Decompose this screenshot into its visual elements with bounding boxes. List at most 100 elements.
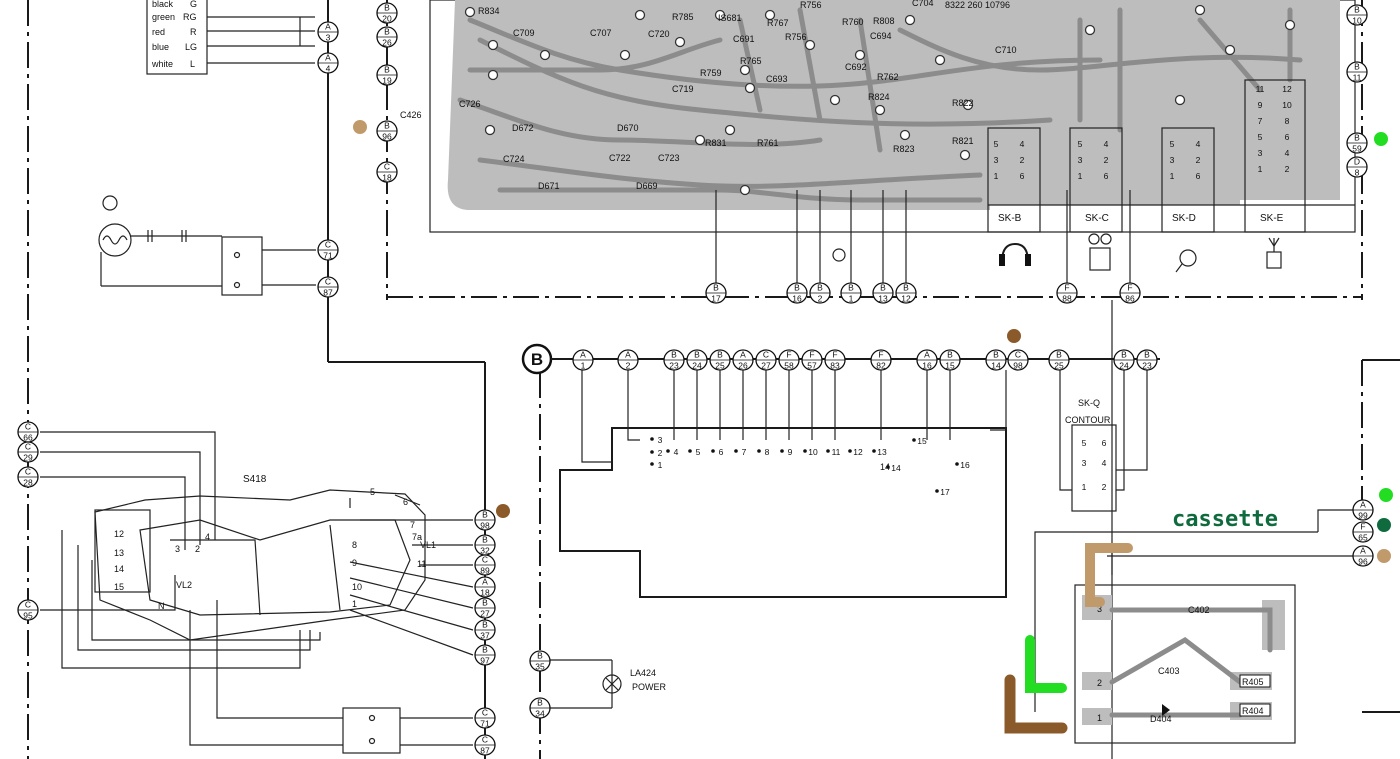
- connector-b20: B20: [376, 2, 398, 24]
- connector-b35: B35: [529, 650, 551, 672]
- connector-a96: A96: [1352, 545, 1374, 567]
- pin-label: 16: [960, 460, 970, 470]
- svg-text:98: 98: [480, 521, 490, 531]
- svg-text:97: 97: [480, 656, 490, 666]
- cassette-note: cassette: [1172, 507, 1278, 532]
- switch-pin-label: 11: [417, 559, 426, 569]
- headphones-icon: [999, 242, 1031, 266]
- pin-label: 2: [658, 448, 663, 458]
- connector-b32: B32: [474, 534, 496, 556]
- connector-b23: B23: [1136, 349, 1158, 371]
- svg-text:18: 18: [382, 173, 392, 183]
- svg-text:A: A: [740, 350, 746, 360]
- socket-skb-label: SK-B: [998, 213, 1022, 224]
- connector-f83: F83: [824, 349, 846, 371]
- svg-text:B: B: [537, 651, 543, 661]
- svg-text:26: 26: [738, 361, 748, 371]
- connector-b10: B10: [1346, 4, 1368, 26]
- pin-label: 7: [742, 447, 747, 457]
- svg-text:4: 4: [326, 64, 331, 74]
- connector-b37: B37: [474, 619, 496, 641]
- svg-text:57: 57: [807, 361, 817, 371]
- pin-label: 14: [891, 463, 901, 473]
- connector-b59: B59: [1346, 132, 1368, 154]
- svg-text:F: F: [1127, 283, 1132, 293]
- svg-text:87: 87: [480, 746, 490, 756]
- svg-text:24: 24: [692, 361, 702, 371]
- connector-b11: B11: [1346, 61, 1368, 83]
- pin-label: 13: [877, 447, 887, 457]
- main-pcb: 8322 260 10796: [429, 0, 1356, 233]
- microphone-circuit: [98, 195, 316, 296]
- pin-label: 8: [765, 447, 770, 457]
- svg-text:1: 1: [1078, 171, 1083, 181]
- board-b-label: B: [531, 350, 543, 369]
- connector-a3: A3: [317, 21, 339, 43]
- svg-text:C: C: [25, 467, 31, 477]
- svg-text:B: B: [817, 283, 823, 293]
- svg-text:11: 11: [1256, 84, 1265, 94]
- svg-text:B: B: [880, 283, 886, 293]
- connector-a26: A26: [732, 349, 754, 371]
- connector-b97: B97: [474, 644, 496, 666]
- svg-text:C: C: [384, 162, 390, 172]
- svg-text:12: 12: [901, 294, 911, 304]
- svg-text:34: 34: [535, 709, 545, 719]
- connector-c66: C66: [17, 421, 39, 443]
- connector-b14: B14: [985, 349, 1007, 371]
- connector-f57: F57: [801, 349, 823, 371]
- pin-rg-label: RG: [183, 12, 197, 22]
- switch-pin-label: N: [158, 601, 165, 611]
- component-label: D669: [636, 181, 658, 191]
- svg-text:F: F: [832, 350, 837, 360]
- c402-label: C402: [1188, 605, 1210, 615]
- wire-white-label: white: [151, 59, 173, 69]
- svg-text:C: C: [482, 735, 488, 745]
- connector-f82: F82: [870, 349, 892, 371]
- switch-label: S418: [243, 474, 267, 485]
- svg-text:A: A: [1360, 500, 1366, 510]
- pcb-code: 8322 260 10796: [945, 0, 1010, 10]
- component-label: D670: [617, 123, 639, 133]
- svg-text:3: 3: [1258, 148, 1263, 158]
- switch-pin-label: 2: [195, 544, 200, 554]
- svg-text:6: 6: [1196, 171, 1201, 181]
- pin-r-label: R: [190, 27, 197, 37]
- lamp-sub-label: POWER: [632, 682, 667, 692]
- wire-black-label: black: [152, 0, 174, 9]
- component-label: R823: [893, 144, 915, 154]
- svg-text:2: 2: [1102, 482, 1107, 492]
- skq-title: SK-Q: [1078, 398, 1100, 408]
- brown-dot: [1007, 329, 1021, 343]
- svg-text:29: 29: [23, 453, 33, 463]
- svg-text:6: 6: [1104, 171, 1109, 181]
- svg-text:1: 1: [581, 361, 586, 371]
- connector-c28: C28: [17, 466, 39, 488]
- component-label: C707: [590, 28, 612, 38]
- connector-b19: B19: [376, 64, 398, 86]
- svg-text:C: C: [1015, 350, 1021, 360]
- pin-14-label: 14: [880, 462, 890, 472]
- connector-b25: B25: [709, 349, 731, 371]
- component-label: R759: [700, 68, 722, 78]
- component-label: C693: [766, 74, 788, 84]
- connector-a2: A2: [617, 349, 639, 371]
- svg-text:10: 10: [1352, 16, 1362, 26]
- svg-text:99: 99: [1358, 511, 1368, 521]
- svg-text:2: 2: [626, 361, 631, 371]
- switch-pin-label: 12: [114, 529, 124, 539]
- pin-label: 1: [658, 460, 663, 470]
- svg-text:65: 65: [1358, 533, 1368, 543]
- pin-label: 11: [832, 447, 841, 457]
- svg-text:27: 27: [761, 361, 771, 371]
- r405-label: R405: [1242, 677, 1264, 687]
- socket-skd-label: SK-D: [1172, 213, 1196, 224]
- connector-b17: B17: [705, 282, 727, 304]
- svg-text:B: B: [993, 350, 999, 360]
- svg-text:2: 2: [1097, 678, 1102, 688]
- svg-text:A: A: [325, 53, 331, 63]
- svg-text:14: 14: [991, 361, 1001, 371]
- switch-pin-label: 5: [370, 487, 375, 497]
- svg-text:3: 3: [326, 33, 331, 43]
